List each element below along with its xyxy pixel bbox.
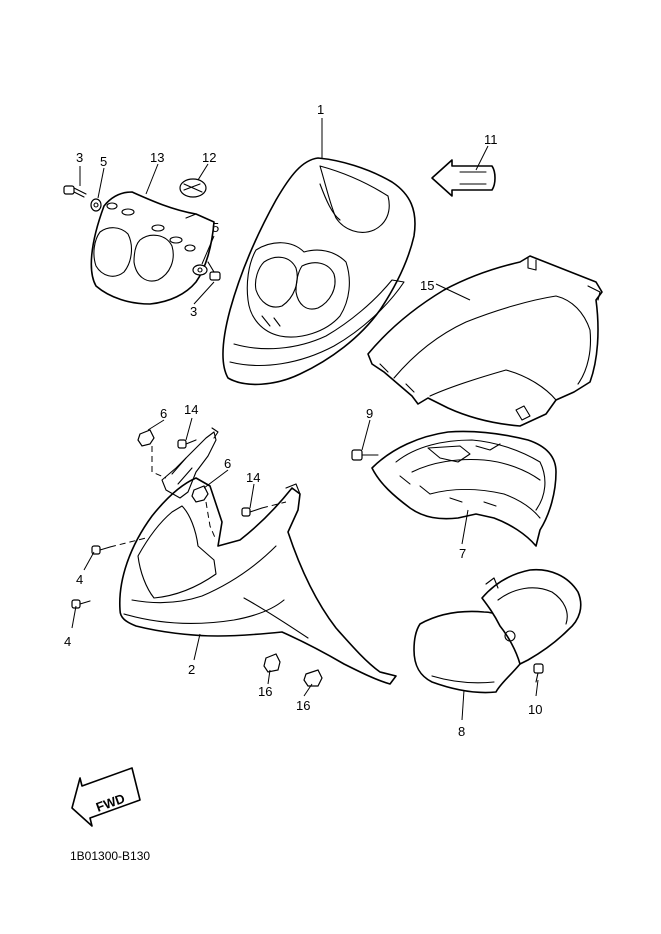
screw-4-upper — [91, 545, 111, 555]
washer-5-lower — [192, 264, 208, 276]
fwd-arrow: FWD — [71, 767, 141, 827]
callout-9: 9 — [366, 406, 373, 421]
callout-labels: 1 3 5 13 12 5 3 11 15 6 14 6 14 4 4 2 16… — [64, 102, 542, 739]
callout-5-upper: 5 — [100, 154, 107, 169]
callout-12: 12 — [202, 150, 216, 165]
callout-16-right: 16 — [296, 698, 310, 713]
leader-lines — [71, 118, 539, 721]
screw-4-lower — [71, 599, 91, 609]
screw-3-lower — [207, 261, 221, 281]
callout-4-upper: 4 — [76, 572, 83, 587]
callout-4-lower: 4 — [64, 634, 71, 649]
screw-10 — [533, 663, 544, 683]
washer-5-upper — [90, 198, 102, 212]
clip-16-right — [303, 669, 323, 687]
part-1-front-cover — [222, 157, 416, 386]
part-15-leg-shield — [367, 255, 603, 427]
callout-3-upper: 3 — [76, 150, 83, 165]
part-7-inner-cover — [371, 430, 557, 547]
callout-10: 10 — [528, 702, 542, 717]
nut-6-upper — [137, 429, 155, 447]
callout-14-lower: 14 — [246, 470, 260, 485]
callout-1: 1 — [317, 102, 324, 117]
part-2-lower-front-cover — [118, 427, 397, 685]
clip-16-left — [263, 653, 281, 673]
callout-15: 15 — [420, 278, 434, 293]
part-8-lower-cover — [413, 568, 582, 694]
callout-5-lower: 5 — [212, 220, 219, 235]
callout-11: 11 — [484, 132, 498, 147]
callout-6-upper: 6 — [160, 406, 167, 421]
assembly-line-6-lower — [205, 501, 217, 541]
screw-14-lower — [241, 507, 263, 517]
part-11-arrow — [431, 159, 496, 197]
part-13-panel — [90, 191, 215, 305]
screw-9 — [351, 449, 379, 461]
callout-16-left: 16 — [258, 684, 272, 699]
nut-6-lower — [191, 485, 209, 503]
callout-14-upper: 14 — [184, 402, 198, 417]
assembly-line-6-upper — [151, 446, 167, 479]
diagram-code: 1B01300-B130 — [70, 849, 151, 863]
assembly-line-14-lower — [261, 501, 287, 509]
assembly-line-4-upper — [109, 537, 147, 548]
callout-2: 2 — [188, 662, 195, 677]
screw-14-upper — [177, 439, 197, 449]
part-12-emblem — [179, 178, 207, 198]
callout-7: 7 — [459, 546, 466, 561]
callout-13: 13 — [150, 150, 164, 165]
callout-3-lower: 3 — [190, 304, 197, 319]
screw-3-upper — [63, 185, 87, 198]
callout-6-lower: 6 — [224, 456, 231, 471]
callout-8: 8 — [458, 724, 465, 739]
